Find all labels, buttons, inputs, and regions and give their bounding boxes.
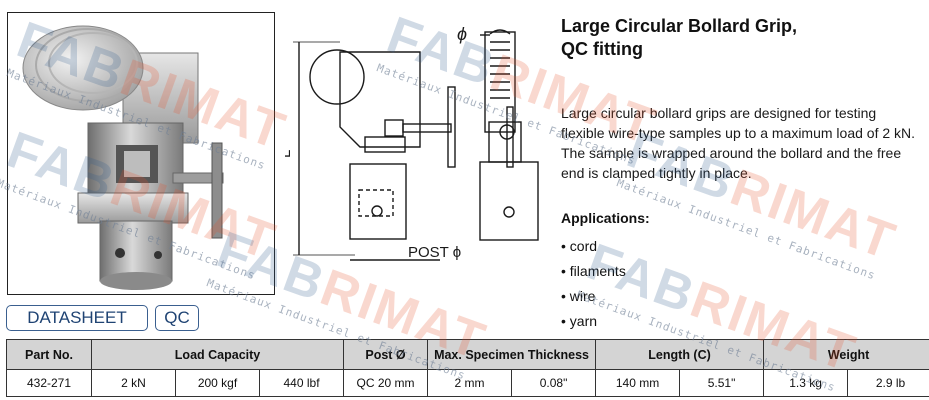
technical-drawing: L POST ϕ ϕ [277,12,555,272]
col-part-no: Part No. [6,339,92,370]
applications-list: cord filaments wire yarn [561,234,626,334]
application-item: cord [561,234,626,259]
application-item: yarn [561,309,626,334]
table-header-row: Part No. Load Capacity Post Ø Max. Speci… [6,339,929,370]
post-diameter-label: POST ϕ [408,244,461,261]
cell-thickness-in: 0.08" [511,369,597,397]
cell-length-in: 5.51" [679,369,765,397]
cell-post: QC 20 mm [343,369,429,397]
title-line-2: QC fitting [561,39,643,59]
bollard-grip-photo [22,25,224,290]
cell-load-lbf: 440 lbf [258,369,345,397]
cell-load-kn: 2 kN [91,369,176,397]
cell-load-kgf: 200 kgf [175,369,260,397]
cell-thickness-mm: 2 mm [427,369,513,397]
dimension-drawing: L POST ϕ ϕ [277,24,539,261]
cell-weight-lb: 2.9 lb [847,369,929,397]
table-row: 432-271 2 kN 200 kgf 440 lbf QC 20 mm 2 … [6,369,929,397]
datasheet-tag: DATASHEET [6,305,148,331]
application-item: filaments [561,259,626,284]
applications-heading: Applications: [561,210,650,226]
cell-part-no: 432-271 [6,369,92,397]
col-length: Length (C) [595,339,765,370]
cell-weight-kg: 1.3 kg [763,369,849,397]
application-item: wire [561,284,626,309]
spec-table: Part No. Load Capacity Post Ø Max. Speci… [6,339,929,397]
col-load-capacity: Load Capacity [90,339,345,370]
product-title: Large Circular Bollard Grip, QC fitting [561,15,921,61]
product-description: Large circular bollard grips are designe… [561,105,916,181]
col-max-thickness: Max. Specimen Thickness [427,339,597,370]
product-photo [7,12,275,295]
qc-tag: QC [155,305,199,331]
title-line-1: Large Circular Bollard Grip, [561,16,798,36]
bollard-diameter-label: ϕ [457,24,467,44]
cell-length-mm: 140 mm [595,369,681,397]
watermark-subtitle: Matériaux Industriel et Fabrications [615,176,878,283]
col-weight: Weight [763,339,929,370]
col-post-diameter: Post Ø [343,339,429,370]
length-label: L [285,150,294,158]
